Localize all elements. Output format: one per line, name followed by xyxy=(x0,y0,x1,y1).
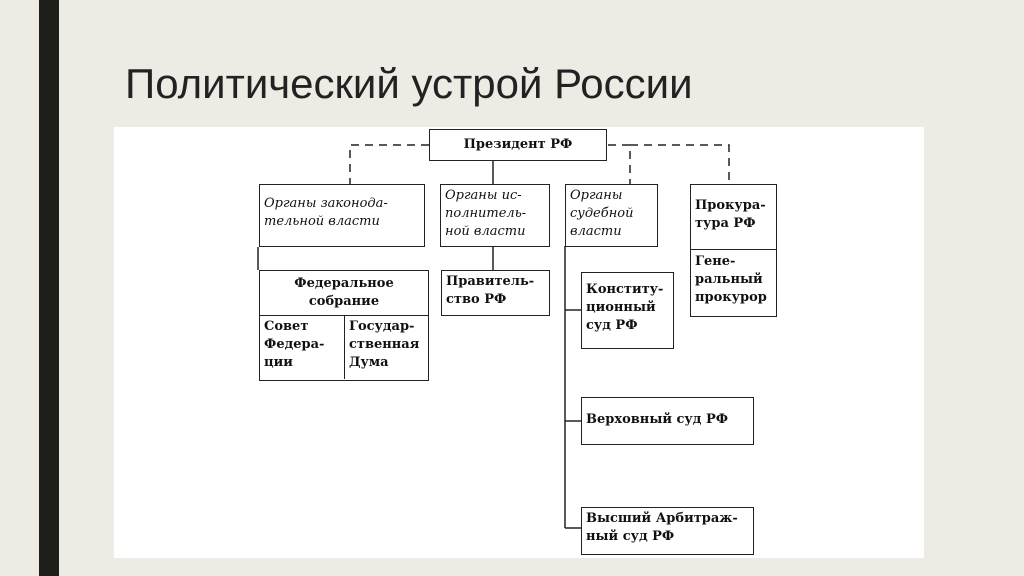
supreme-court-label: Верховный суд РФ xyxy=(586,412,729,427)
prosecutor-general-line-3: прокурор xyxy=(695,290,767,305)
arbitration-court-line-1: Высший Арбитраж- xyxy=(586,511,738,526)
constitutional-court-box: Конститу- ционный суд РФ xyxy=(581,272,674,349)
state-duma-line-3: Дума xyxy=(349,355,389,370)
executive-line-1: Органы ис- xyxy=(445,188,522,203)
judicial-line-1: Органы xyxy=(570,188,623,203)
state-duma-line-1: Государ- xyxy=(349,319,415,334)
legislative-line-2: тельной власти xyxy=(264,214,380,229)
president-label: Президент РФ xyxy=(463,137,573,152)
federal-assembly-box: Федеральное собрание Совет Федера- ции Г… xyxy=(259,270,429,381)
arbitration-court-box: Высший Арбитраж- ный суд РФ xyxy=(581,507,754,555)
accent-bar xyxy=(39,0,59,576)
federal-assembly-line-2: собрание xyxy=(308,294,380,309)
executive-branch-box: Органы ис- полнитель- ной власти xyxy=(440,184,550,247)
arbitration-court-line-2: ный суд РФ xyxy=(586,529,675,544)
executive-line-3: ной власти xyxy=(445,224,526,239)
executive-line-2: полнитель- xyxy=(445,206,527,221)
federal-assembly-line-1: Федеральное xyxy=(294,276,394,291)
prosecutor-line-1: Прокура- xyxy=(695,198,766,213)
connector-lines xyxy=(257,144,730,529)
supreme-court-box: Верховный суд РФ xyxy=(581,397,754,445)
dashed-line-legislative xyxy=(349,144,429,184)
judicial-line-2: судебной xyxy=(570,206,634,221)
slide-title: Политический устрой России xyxy=(125,60,693,107)
judicial-line-3: власти xyxy=(570,224,622,239)
state-duma-section: Государ- ственная Дума xyxy=(345,316,428,379)
federation-council-line-2: Федера- xyxy=(264,337,325,352)
legislative-line-1: Органы законода- xyxy=(264,196,388,211)
prosecutor-general-line-2: ральный xyxy=(695,272,763,287)
government-line-1: Правитель- xyxy=(446,274,535,289)
legislative-branch-box: Органы законода- тельной власти xyxy=(259,184,425,247)
judicial-branch-box: Органы судебной власти xyxy=(565,184,658,247)
prosecutor-general-section: Гене- ральный прокурор xyxy=(691,249,776,307)
constitutional-court-line-2: ционный xyxy=(586,300,656,315)
government-box: Правитель- ство РФ xyxy=(441,270,550,316)
prosecutor-general-line-1: Гене- xyxy=(695,254,736,269)
government-line-2: ство РФ xyxy=(446,292,507,307)
prosecutor-box: Прокура- тура РФ Гене- ральный прокурор xyxy=(690,184,777,317)
federation-council-line-3: ции xyxy=(264,355,293,370)
president-box: Президент РФ xyxy=(429,129,607,161)
dashed-line-prosecutor xyxy=(630,144,730,184)
federation-council-line-1: Совет xyxy=(264,319,309,334)
state-duma-line-2: ственная xyxy=(349,337,420,352)
org-chart: Президент РФ Органы законода- тельной вл… xyxy=(114,127,924,558)
constitutional-court-line-3: суд РФ xyxy=(586,318,638,333)
federation-council-section: Совет Федера- ции xyxy=(260,316,345,379)
prosecutor-line-2: тура РФ xyxy=(695,216,756,231)
dashed-line-judicial xyxy=(608,144,631,184)
constitutional-court-line-1: Конститу- xyxy=(586,282,664,297)
